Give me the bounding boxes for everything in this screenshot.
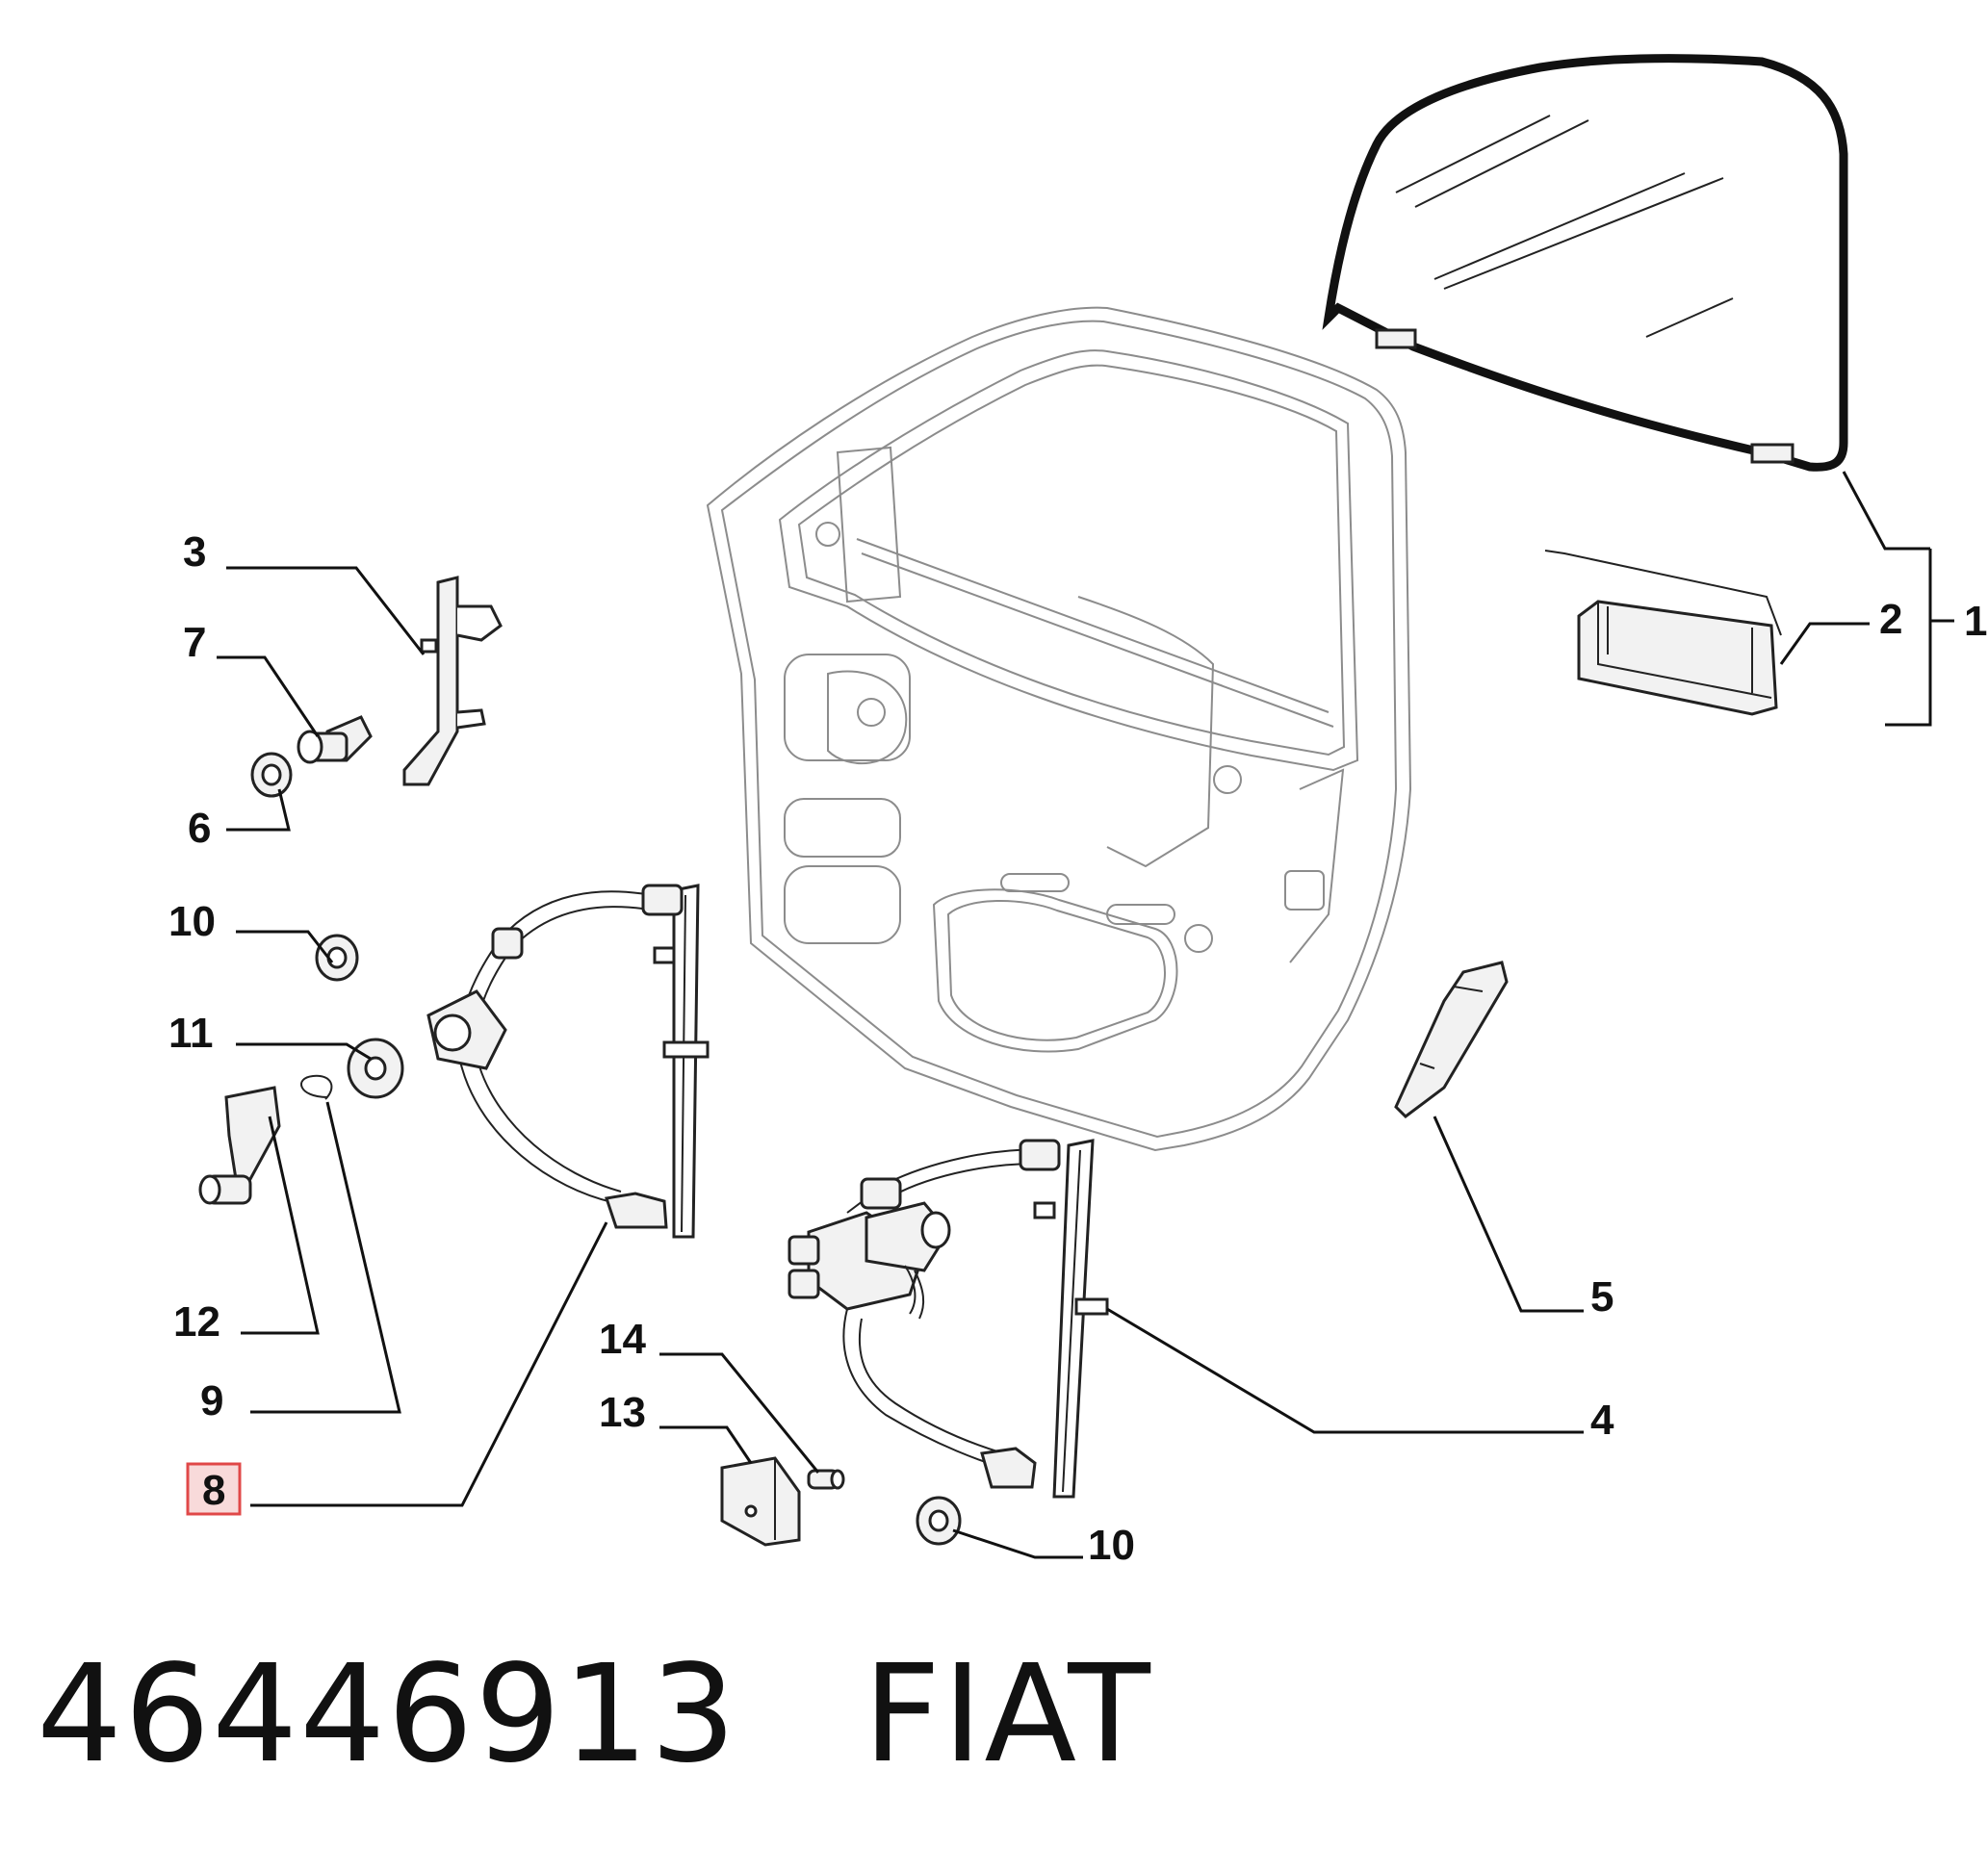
callout-14: 14 bbox=[599, 1316, 646, 1363]
nut-6 bbox=[250, 752, 293, 798]
bolt bbox=[297, 715, 373, 764]
callout-7: 7 bbox=[183, 619, 206, 666]
door-glass bbox=[1322, 54, 1848, 472]
callout-11: 11 bbox=[168, 1010, 214, 1057]
callout-1: 1 bbox=[1964, 598, 1987, 645]
glass-channel bbox=[1544, 550, 1782, 716]
callout-4: 4 bbox=[1590, 1397, 1614, 1444]
callout-2: 2 bbox=[1879, 596, 1902, 643]
block bbox=[720, 1456, 801, 1547]
callout-9: 9 bbox=[200, 1377, 223, 1424]
callout-6: 6 bbox=[188, 805, 211, 852]
pin bbox=[807, 1469, 845, 1490]
front-guide-rail bbox=[402, 576, 503, 786]
washer bbox=[347, 1038, 404, 1099]
door-frame bbox=[706, 306, 1412, 1152]
part-number: 46446913 bbox=[37, 1636, 738, 1793]
callout-10-upper: 10 bbox=[168, 898, 216, 945]
callout-labels: 1 2 3 7 6 10 11 12 9 8 14 13 5 4 10 bbox=[168, 528, 1987, 1569]
callout-12: 12 bbox=[173, 1298, 220, 1346]
rear-guide-rail bbox=[1394, 961, 1509, 1118]
callout-8: 8 bbox=[202, 1467, 225, 1514]
callout-10-lower: 10 bbox=[1088, 1522, 1135, 1569]
callout-5: 5 bbox=[1590, 1273, 1614, 1321]
footer-caption: 46446913 FIAT bbox=[37, 1636, 1152, 1793]
clip bbox=[300, 1074, 333, 1100]
nut-10-upper bbox=[315, 934, 359, 982]
window-crank-handle bbox=[198, 1086, 281, 1205]
electric-window-regulator bbox=[787, 1139, 1109, 1499]
callout-8-highlight bbox=[186, 1462, 242, 1516]
nut-10-lower bbox=[916, 1496, 962, 1546]
manual-window-regulator bbox=[426, 884, 710, 1239]
callout-13: 13 bbox=[599, 1389, 646, 1436]
brand-name: FIAT bbox=[863, 1636, 1152, 1793]
callout-3: 3 bbox=[183, 528, 206, 576]
leader-lines bbox=[217, 471, 1954, 1559]
